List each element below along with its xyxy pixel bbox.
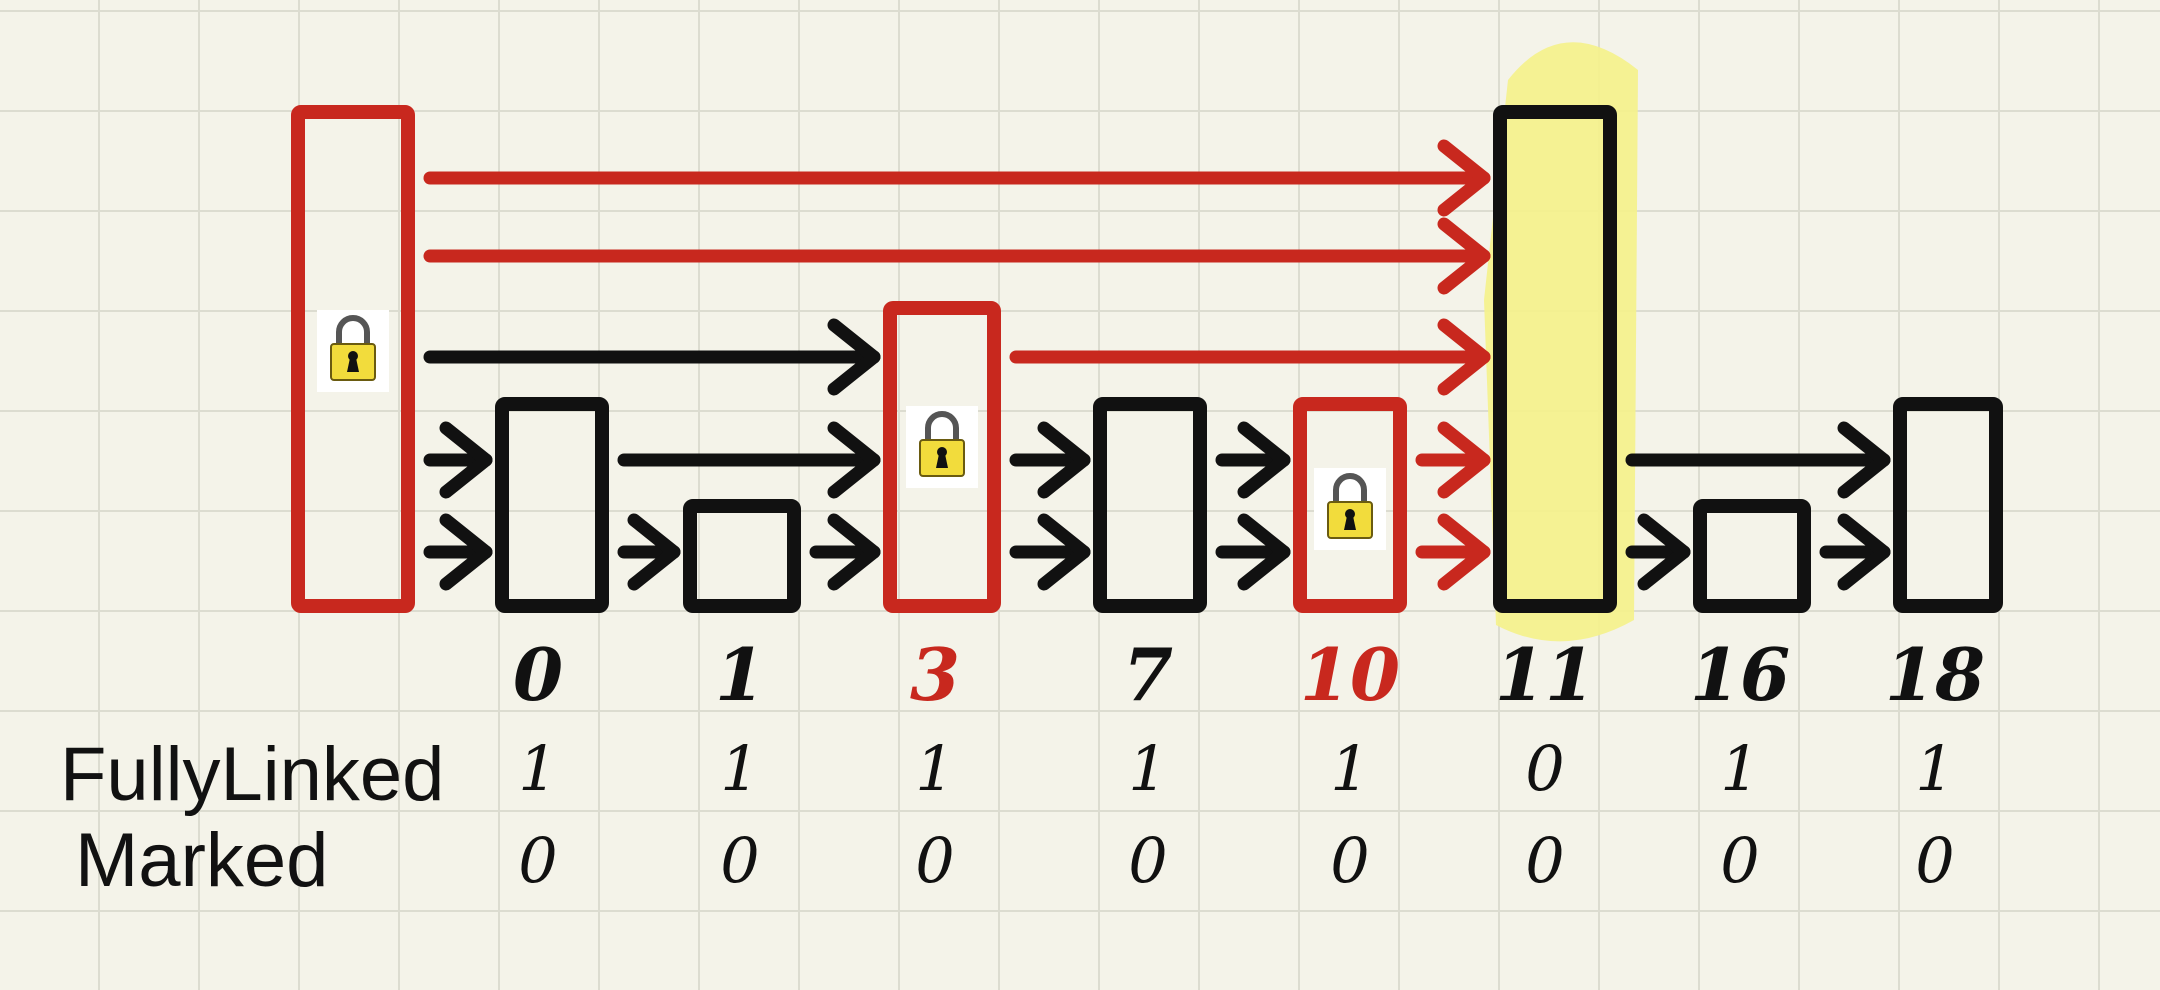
node-box-10 bbox=[1293, 397, 1407, 613]
highlight-marker bbox=[1484, 42, 1638, 642]
arrow-level-2-10-to-11 bbox=[1415, 421, 1491, 499]
marked-row-label: Marked bbox=[75, 818, 329, 903]
arrow-level-1-3-to-7 bbox=[1009, 513, 1091, 591]
arrow-level-3-3-to-11 bbox=[1009, 318, 1491, 396]
marked-value-10: 0 bbox=[1330, 824, 1369, 897]
fully-linked-value-0: 1 bbox=[518, 732, 557, 805]
node-key-10: 10 bbox=[1300, 632, 1400, 717]
arrow-level-2-3-to-7 bbox=[1009, 421, 1091, 499]
arrow-level-2-11-to-18 bbox=[1625, 421, 1891, 499]
head-node-box bbox=[291, 105, 415, 613]
arrow-level-2-7-to-10 bbox=[1215, 421, 1291, 499]
marked-value-18: 0 bbox=[1915, 824, 1954, 897]
fully-linked-value-11: 0 bbox=[1525, 732, 1564, 805]
arrow-level-1-head-to-0 bbox=[423, 513, 493, 591]
node-box-3 bbox=[883, 301, 1001, 613]
arrow-level-1-16-to-18 bbox=[1819, 513, 1891, 591]
node-box-16 bbox=[1693, 499, 1811, 613]
arrow-level-1-11-to-16 bbox=[1625, 513, 1691, 591]
node-key-0: 0 bbox=[513, 632, 563, 717]
arrow-level-5-head-to-11 bbox=[423, 139, 1491, 217]
node-key-11: 11 bbox=[1495, 632, 1595, 717]
node-box-1 bbox=[683, 499, 801, 613]
marked-value-11: 0 bbox=[1525, 824, 1564, 897]
node-box-7 bbox=[1093, 397, 1207, 613]
arrow-level-4-head-to-11 bbox=[423, 217, 1491, 295]
node-key-3: 3 bbox=[910, 632, 960, 717]
padlock-icon bbox=[906, 406, 978, 488]
padlock-icon bbox=[1314, 468, 1386, 550]
arrow-level-1-0-to-1 bbox=[617, 513, 681, 591]
node-box-11 bbox=[1493, 105, 1617, 613]
arrow-level-1-7-to-10 bbox=[1215, 513, 1291, 591]
marked-value-1: 0 bbox=[720, 824, 759, 897]
fully-linked-value-18: 1 bbox=[1915, 732, 1954, 805]
marked-value-16: 0 bbox=[1720, 824, 1759, 897]
arrow-level-2-head-to-0 bbox=[423, 421, 493, 499]
marked-value-0: 0 bbox=[518, 824, 557, 897]
arrow-level-2-0-to-3 bbox=[617, 421, 881, 499]
node-key-1: 1 bbox=[715, 632, 765, 717]
marked-value-3: 0 bbox=[915, 824, 954, 897]
arrow-level-3-head-to-3 bbox=[423, 318, 881, 396]
node-box-18 bbox=[1893, 397, 2003, 613]
fully-linked-value-3: 1 bbox=[915, 732, 954, 805]
fully-linked-value-16: 1 bbox=[1720, 732, 1759, 805]
node-box-0 bbox=[495, 397, 609, 613]
fully-linked-value-1: 1 bbox=[720, 732, 759, 805]
node-key-16: 16 bbox=[1690, 632, 1790, 717]
fully-linked-row-label: FullyLinked bbox=[60, 732, 445, 817]
node-key-7: 7 bbox=[1123, 632, 1173, 717]
padlock-icon bbox=[317, 310, 389, 392]
arrow-level-1-10-to-11 bbox=[1415, 513, 1491, 591]
fully-linked-value-10: 1 bbox=[1330, 732, 1369, 805]
node-key-18: 18 bbox=[1885, 632, 1985, 717]
fully-linked-value-7: 1 bbox=[1128, 732, 1167, 805]
arrow-level-1-1-to-3 bbox=[809, 513, 881, 591]
marked-value-7: 0 bbox=[1128, 824, 1167, 897]
